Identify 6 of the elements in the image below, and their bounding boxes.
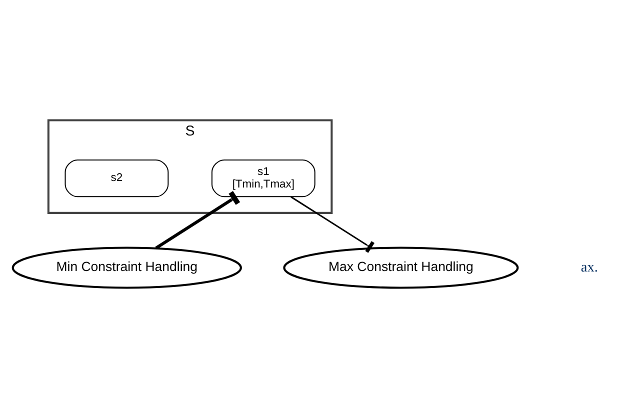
node-box: s1 [Tmin,Tmax] bbox=[211, 159, 316, 198]
connector bbox=[155, 190, 240, 250]
node-box: s2 bbox=[64, 159, 169, 198]
node-ellipse: Max Constraint Handling bbox=[283, 246, 519, 289]
label: ax. bbox=[580, 260, 598, 276]
node-ellipse: Min Constraint Handling bbox=[12, 246, 242, 289]
